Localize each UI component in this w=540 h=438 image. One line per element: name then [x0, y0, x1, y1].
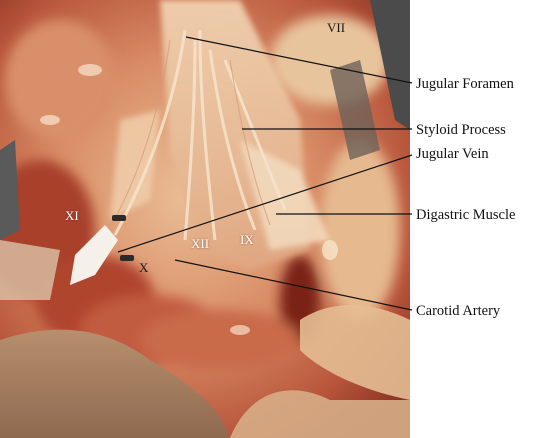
- callout-carotid-artery: Carotid Artery: [416, 303, 501, 319]
- label-xi: XI: [65, 208, 79, 223]
- leader-carotid-artery: [174, 259, 413, 311]
- label-xii: XII: [191, 236, 210, 251]
- callout-jugular-foramen: Jugular Foramen: [416, 76, 514, 92]
- label-vii: VII: [327, 20, 346, 35]
- leader-jugular-foramen: [185, 36, 413, 84]
- callout-digastric-muscle: Digastric Muscle: [416, 207, 516, 223]
- leader-jugular-vein: [117, 154, 413, 253]
- label-ix: IX: [240, 232, 254, 247]
- label-x: X: [139, 260, 149, 275]
- callout-styloid-process: Styloid Process: [416, 122, 506, 138]
- callout-jugular-vein: Jugular Vein: [416, 146, 489, 162]
